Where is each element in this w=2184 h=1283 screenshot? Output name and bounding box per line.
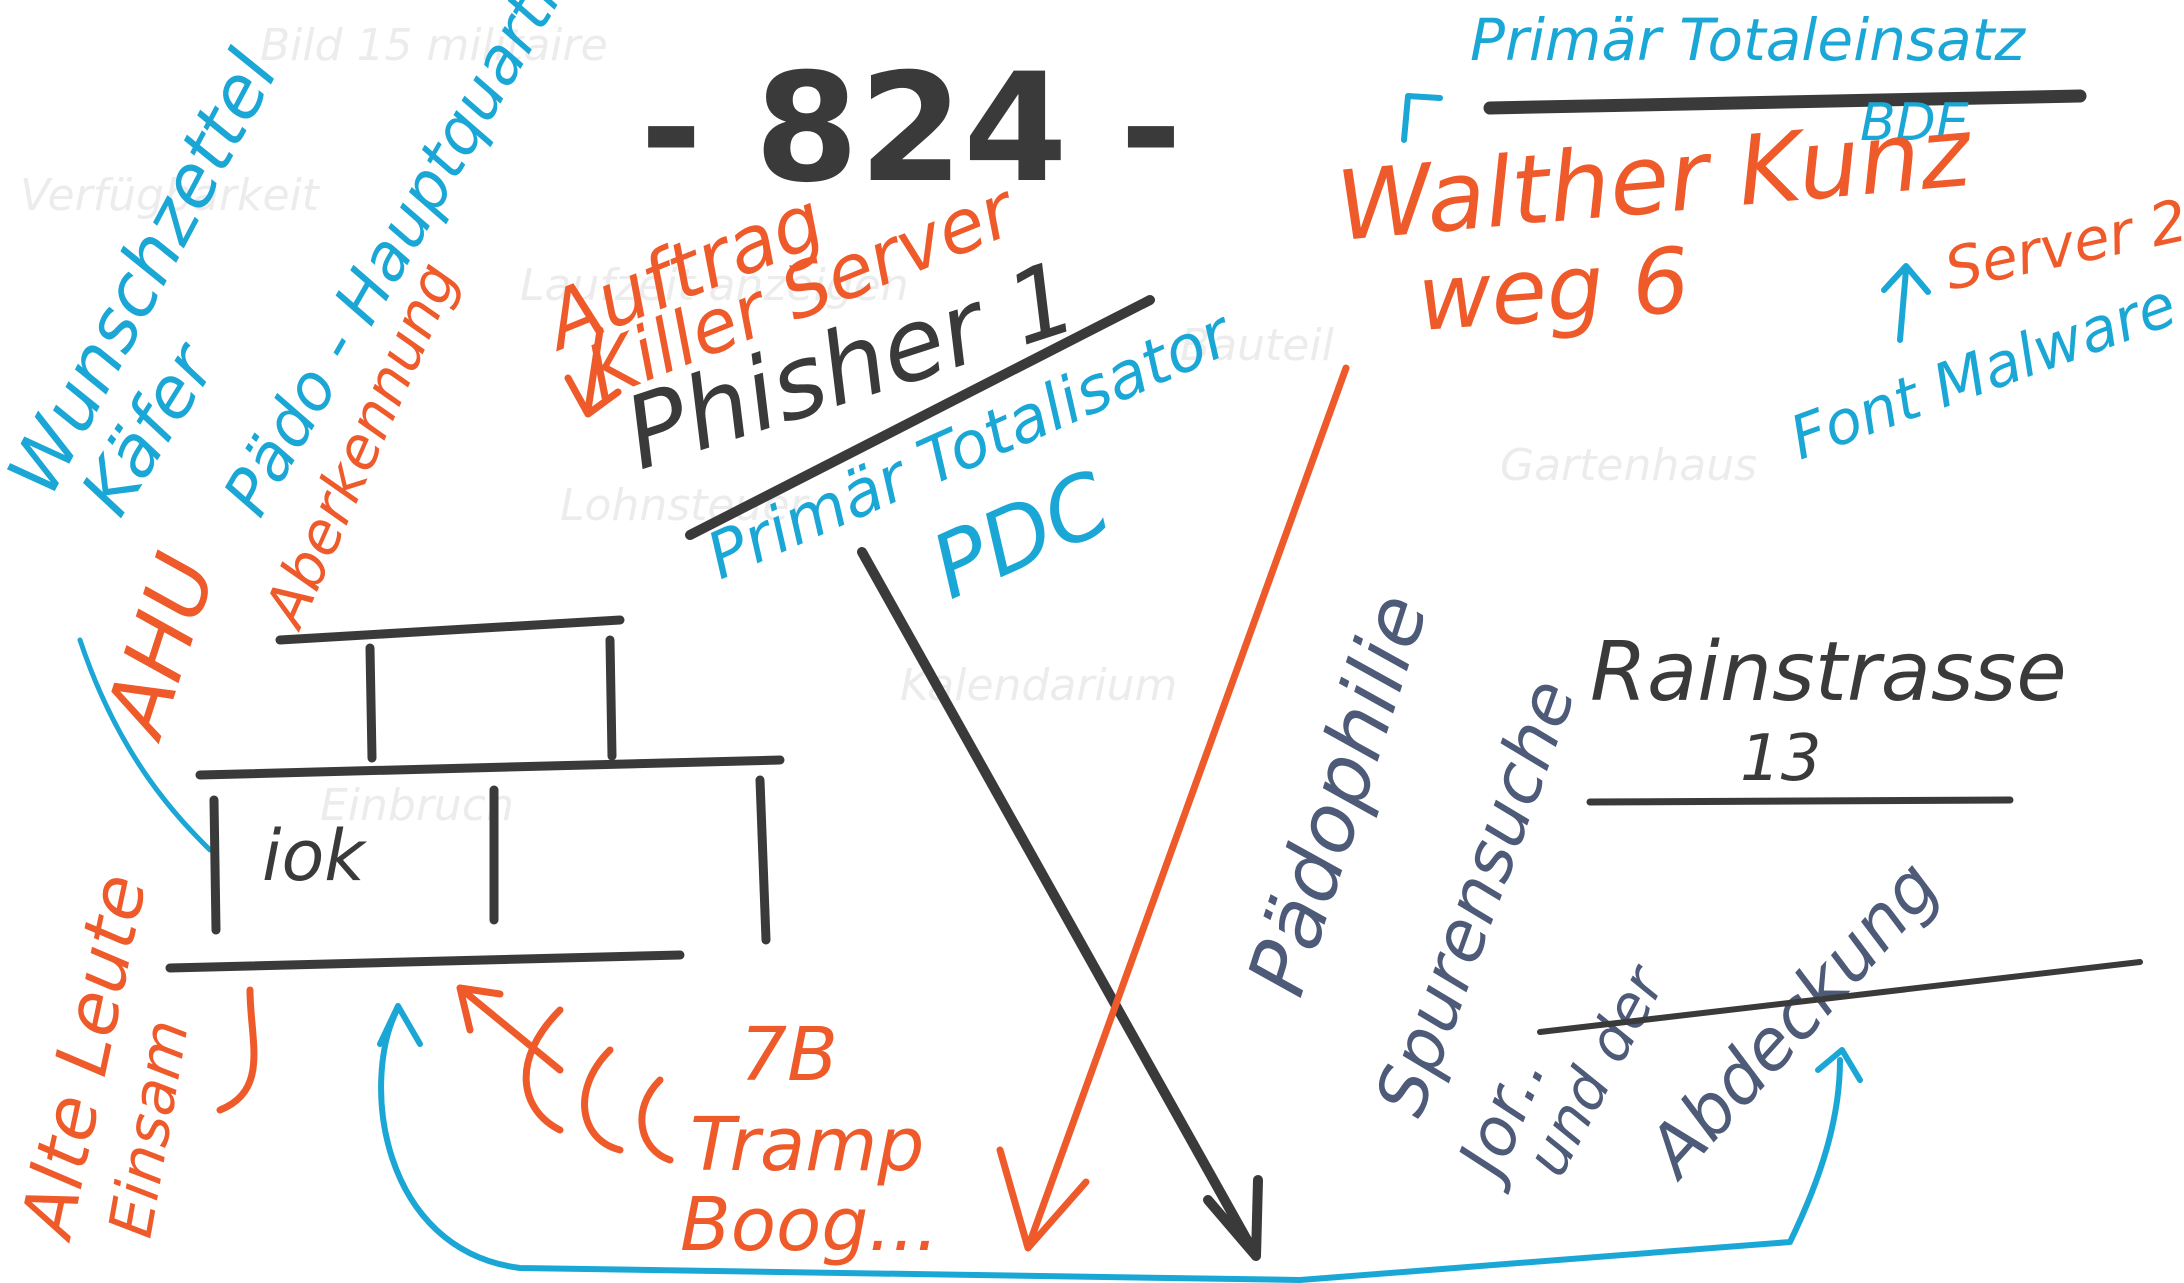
blue-arc: [77, 637, 213, 853]
table-sketch: [165, 615, 785, 973]
sound-waves: [522, 1006, 674, 1164]
rainstrasse-underline: [1586, 796, 2014, 806]
orange-diagonal-arrow: [996, 364, 1350, 1252]
phisher-underline: [685, 295, 1155, 540]
black-diagonal-arrow: [857, 547, 1263, 1261]
waves-up-arrow: [456, 984, 564, 1074]
tb-label: 7B: [740, 1012, 838, 1098]
tramp-label: Tramp: [690, 1102, 924, 1188]
abdeckung-line: [1537, 959, 2143, 1035]
bde-underline: [1483, 89, 2087, 115]
blue-bottom-curve: [378, 1005, 1863, 1283]
paedophilie-label: Pädophilie: [1230, 583, 1446, 1006]
rainstrasse-label: Rainstrasse: [1590, 625, 2067, 720]
bde-label: BDE: [1860, 93, 1969, 153]
bracket-arrow: [1401, 93, 1443, 143]
page-number-group: - 824 -: [640, 42, 1182, 216]
page-number: - 824 -: [640, 42, 1182, 216]
weg-6-label: weg 6: [1414, 228, 1693, 352]
server-up-arrow: [1881, 263, 1931, 343]
font-malware-label: Font Malware: [1781, 270, 2184, 474]
rainstrasse-number: 13: [1740, 722, 1821, 796]
ahu-label: AHU: [84, 543, 235, 751]
blue-left-up-arrow: [377, 1003, 423, 1047]
abdeckung-label: Abdeckung: [1629, 845, 1955, 1194]
boog-label: Boog...: [680, 1182, 939, 1268]
primaer-totaleinsatz-label: Primär Totaleinsatz: [1470, 6, 2026, 74]
iok-label: iok: [262, 815, 367, 897]
einsam-curl: [216, 986, 258, 1114]
killer-down-arrow: [564, 326, 622, 418]
